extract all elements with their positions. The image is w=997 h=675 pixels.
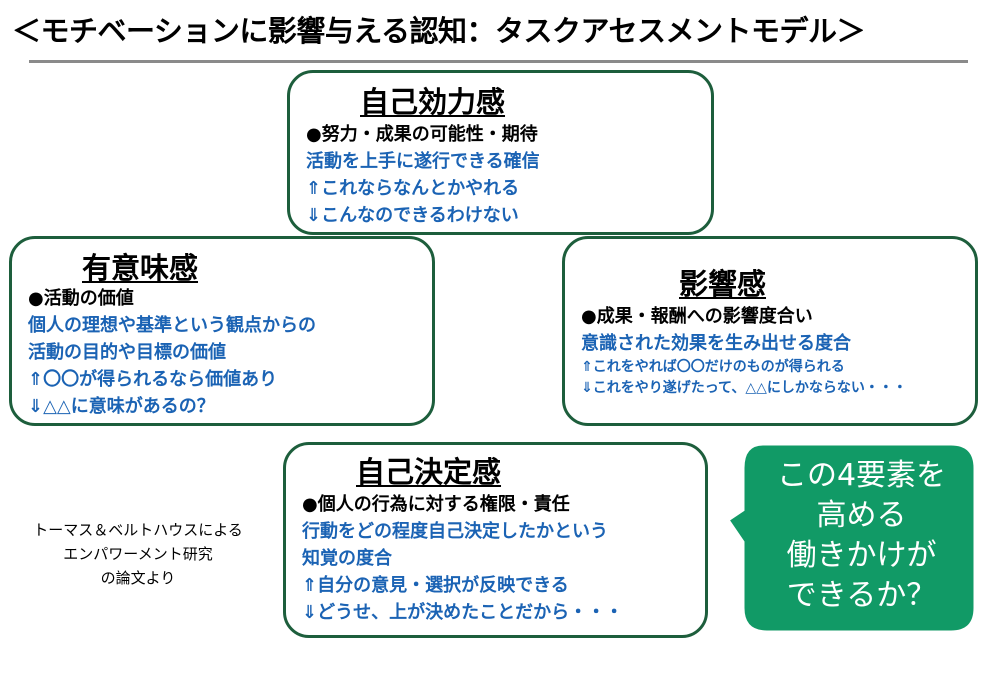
impact-line: ●成果・報酬への影響度合い [581, 306, 813, 327]
self-determination-line: 行動をどの程度自己決定したかという [302, 521, 608, 542]
meaningfulness-line: 活動の目的や目標の価値 [28, 342, 226, 363]
self-determination-line: ●個人の行為に対する権限・責任 [302, 494, 570, 515]
self-determination-line: ⇓どうせ、上が決めたことだから・・・ [302, 602, 624, 623]
self-efficacy-line: ⇑これならなんとかやれる [306, 178, 520, 199]
impact-line: ⇓これをやり遂げたって、△△にしかならない・・・ [581, 380, 907, 396]
meaningfulness-box: 有意味感 ●活動の価値 個人の理想や基準という観点からの 活動の目的や目標の価値… [9, 236, 435, 426]
source-line: の論文より [100, 569, 176, 587]
self-determination-box: 自己決定感 ●個人の行為に対する権限・責任 行動をどの程度自己決定したかという … [283, 442, 708, 638]
callout-line: この4要素を [776, 458, 947, 493]
self-efficacy-heading: 自己効力感 [360, 85, 506, 119]
callout-bubble-shape [725, 442, 977, 634]
callout-line: 働きかけが [786, 538, 937, 573]
title-divider [29, 60, 968, 63]
self-efficacy-box: 自己効力感 ●努力・成果の可能性・期待 活動を上手に遂行できる確信 ⇑これならな… [287, 70, 714, 235]
self-determination-heading: 自己決定感 [356, 455, 502, 489]
self-efficacy-line: ⇓こんなのできるわけない [306, 205, 519, 226]
self-determination-line: 知覚の度合 [302, 548, 392, 569]
callout-bubble: この4要素を 高める 働きかけが できるか？ [725, 438, 980, 638]
meaningfulness-heading: 有意味感 [82, 251, 199, 285]
source-line: エンパワーメント研究 [63, 545, 213, 563]
source-note: トーマス＆ベルトハウスによる エンパワーメント研究 の論文より [6, 518, 270, 590]
callout-line: 高める [816, 498, 907, 533]
meaningfulness-line: ●活動の価値 [28, 288, 134, 309]
impact-heading: 影響感 [679, 267, 767, 301]
callout-line: できるか？ [786, 578, 937, 613]
impact-line: 意識された効果を生み出せる度合 [581, 333, 851, 354]
page-title: ＜モチベーションに影響与える認知：タスクアセスメントモデル＞ [12, 14, 865, 48]
source-line: トーマス＆ベルトハウスによる [33, 521, 243, 539]
self-determination-line: ⇑自分の意見・選択が反映できる [302, 575, 569, 596]
impact-box: 影響感 ●成果・報酬への影響度合い 意識された効果を生み出せる度合 ⇑これをやれ… [562, 236, 978, 426]
self-efficacy-line: 活動を上手に遂行できる確信 [306, 151, 540, 172]
self-efficacy-line: ●努力・成果の可能性・期待 [306, 124, 538, 145]
impact-line: ⇑これをやれば〇〇だけのものが得られる [581, 359, 845, 375]
meaningfulness-line: ⇓△△に意味があるの？ [28, 396, 215, 417]
meaningfulness-line: ⇑〇〇が得られるなら価値あり [28, 369, 278, 390]
meaningfulness-line: 個人の理想や基準という観点からの [28, 315, 316, 336]
